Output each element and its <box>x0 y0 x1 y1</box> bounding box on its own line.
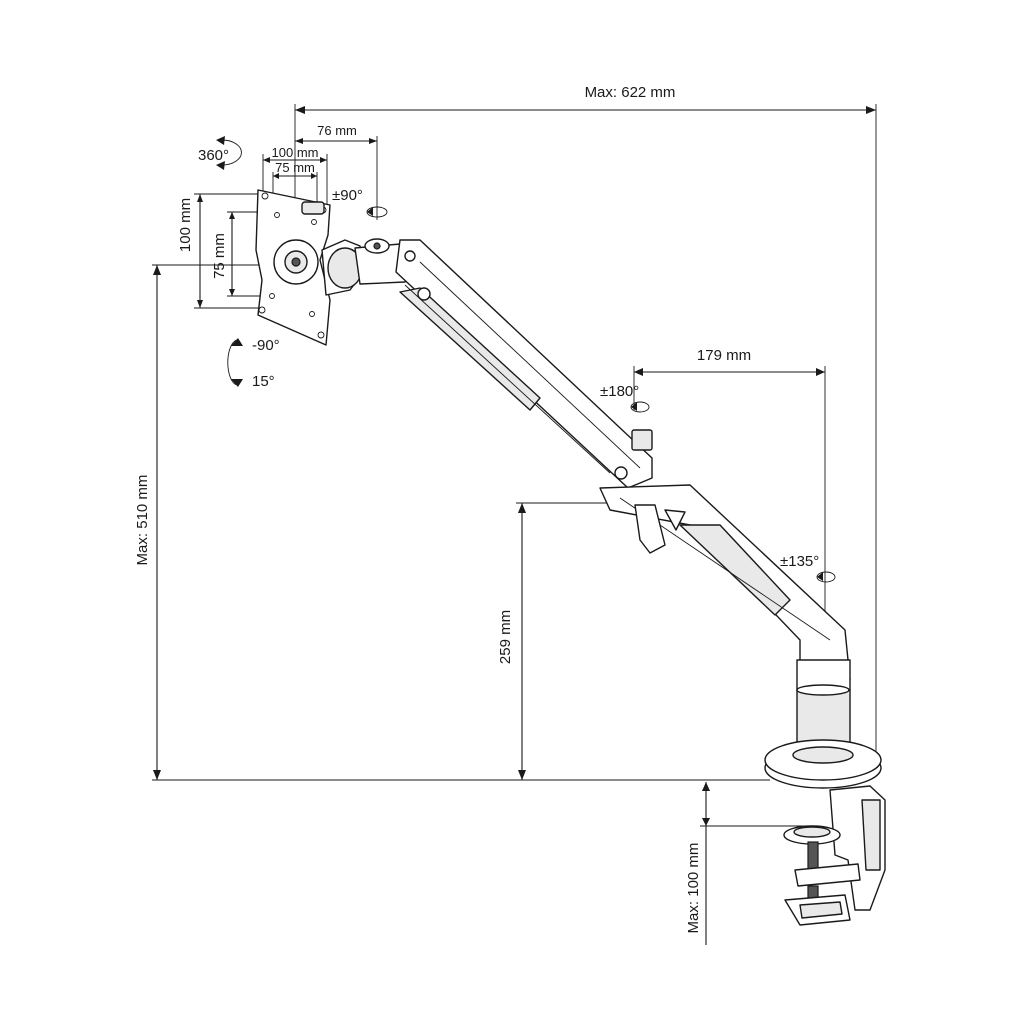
elbow-180-indicator: ±180° <box>600 383 650 413</box>
offset-76-label: 76 mm <box>317 123 357 138</box>
forearm <box>395 239 653 489</box>
arm-179-dimension: 179 mm <box>633 347 826 620</box>
column <box>796 659 851 749</box>
max-reach-dimension: Max: 622 mm <box>294 84 877 755</box>
elbow-180-label: ±180° <box>600 383 639 400</box>
max-height-dimension: Max: 510 mm <box>134 264 770 781</box>
rotate-360-label: 360° <box>198 147 229 164</box>
tilt-indicator: -90° 15° <box>227 337 280 390</box>
tilt-15-label: 15° <box>252 373 275 390</box>
min-height-label: 259 mm <box>497 610 514 664</box>
vesa-width-100-label: 100 mm <box>272 145 319 160</box>
tilt-minus90-label: -90° <box>252 337 280 354</box>
rotate-360-indicator: 360° <box>198 136 242 170</box>
lower-arm <box>599 484 851 681</box>
base-135-label: ±135° <box>780 553 819 570</box>
clamp-depth-dimension: Max: 100 mm <box>685 782 820 945</box>
vesa-height-100-label: 100 mm <box>177 198 194 252</box>
base-135-indicator: ±135° <box>780 553 836 583</box>
min-height-dimension: 259 mm <box>497 502 618 780</box>
swivel-90-indicator: ±90° <box>332 187 388 218</box>
max-reach-label: Max: 622 mm <box>585 84 676 101</box>
arm-179-label: 179 mm <box>697 347 751 364</box>
clamp-depth-label: Max: 100 mm <box>685 843 702 934</box>
swivel-90-label: ±90° <box>332 187 363 204</box>
vesa-height-dimensions: 100 mm 75 mm <box>177 193 270 309</box>
vesa-width-75-label: 75 mm <box>275 160 315 175</box>
vesa-height-75-label: 75 mm <box>211 233 228 279</box>
vesa-plate <box>255 189 331 346</box>
max-height-label: Max: 510 mm <box>134 475 151 566</box>
desk-clamp <box>783 785 886 926</box>
offset-76-dimension: 76 mm <box>295 123 378 220</box>
base-disk <box>764 739 882 789</box>
